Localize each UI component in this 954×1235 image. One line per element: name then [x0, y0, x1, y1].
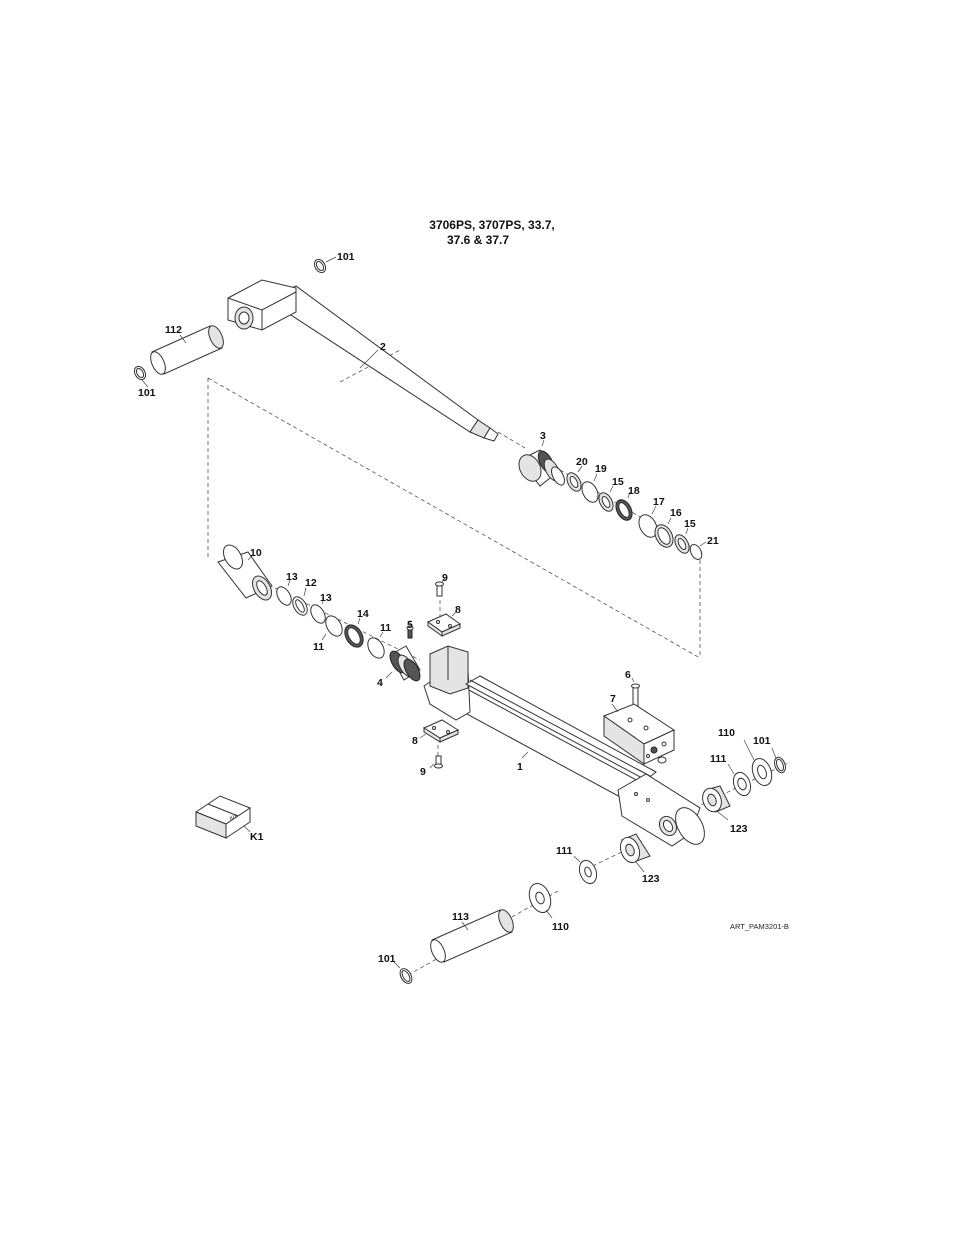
callout-8-bottom: 8 — [412, 735, 418, 747]
seal-19 — [579, 479, 602, 505]
retaining-ring-101-left — [132, 364, 148, 381]
callout-19: 19 — [595, 463, 607, 475]
callout-13-a: 13 — [286, 571, 298, 583]
retaining-ring-101-top — [312, 257, 328, 274]
piston-rod-2 — [228, 280, 498, 441]
callout-13-b: 13 — [320, 592, 332, 604]
seal-18 — [613, 497, 636, 523]
callout-7: 7 — [610, 693, 616, 705]
plate-8-bottom — [424, 720, 458, 742]
callout-112: 112 — [165, 324, 182, 336]
callout-1: 1 — [517, 761, 523, 773]
gland-10 — [218, 542, 275, 604]
callout-101-left: 101 — [138, 387, 156, 399]
washer-110-bottom — [525, 880, 554, 915]
seal-21 — [688, 543, 704, 562]
callout-k1: K1 — [250, 831, 264, 843]
ring-11-a — [322, 613, 345, 639]
ring-12 — [290, 594, 310, 617]
callout-9-top: 9 — [442, 572, 448, 584]
callout-18: 18 — [628, 485, 640, 497]
cylinder-head-4 — [387, 646, 423, 683]
callout-111-bottom: 111 — [556, 845, 573, 857]
pin-113 — [428, 908, 517, 965]
callout-20: 20 — [576, 456, 588, 468]
diagram-title-line-2: 37.6 & 37.7 — [447, 233, 509, 247]
piston-3 — [515, 449, 568, 488]
callout-17: 17 — [653, 496, 665, 508]
callout-9-bottom: 9 — [420, 766, 426, 778]
washer-111-bottom — [576, 858, 599, 886]
callout-10: 10 — [250, 547, 262, 559]
callout-123-bottom: 123 — [642, 873, 660, 885]
screw-9-bottom — [435, 756, 443, 768]
callout-11-a: 11 — [313, 641, 324, 653]
callout-2: 2 — [380, 341, 386, 353]
seal-15-b — [672, 532, 692, 555]
callout-111-right: 111 — [710, 753, 727, 765]
washer-111-right — [730, 770, 753, 798]
callout-16: 16 — [670, 507, 682, 519]
ring-14 — [341, 622, 367, 651]
callout-101-bottom: 101 — [378, 953, 396, 965]
ring-13-b — [308, 602, 328, 625]
callout-14: 14 — [357, 608, 369, 620]
callout-101-right: 101 — [753, 735, 771, 747]
pin-112 — [148, 324, 227, 377]
art-identifier: ART_PAM3201-B — [730, 922, 789, 931]
callout-6: 6 — [625, 669, 631, 681]
callout-113: 113 — [452, 911, 469, 923]
bushing-123-bottom — [617, 834, 650, 865]
callout-12: 12 — [305, 577, 317, 589]
callout-11-b: 11 — [380, 622, 391, 634]
callout-5: 5 — [407, 619, 413, 631]
callout-110-right: 110 — [718, 727, 735, 739]
callout-21: 21 — [707, 535, 719, 547]
callout-101-top: 101 — [337, 251, 355, 263]
washer-110-right — [749, 756, 775, 788]
assembly-path-lines — [208, 350, 790, 975]
diagram-title-line-1: 3706PS, 3707PS, 33.7, — [429, 218, 554, 232]
ring-11-b — [364, 635, 387, 661]
callout-8-top: 8 — [455, 604, 461, 616]
callout-110-bottom: 110 — [552, 921, 569, 933]
retaining-ring-101-bottom — [398, 967, 415, 986]
callout-15-a: 15 — [612, 476, 624, 488]
screw-9-top — [436, 582, 444, 596]
seal-15-a — [596, 490, 616, 513]
callout-4: 4 — [377, 677, 383, 689]
callout-3: 3 — [540, 430, 546, 442]
callout-123-right: 123 — [730, 823, 748, 835]
kit-box: KIT — [196, 796, 250, 838]
bushing-123-right — [699, 786, 730, 815]
retaining-ring-101-right — [773, 756, 788, 774]
ring-13-a — [274, 584, 294, 607]
callout-15-b: 15 — [684, 518, 696, 530]
plate-8-top — [428, 614, 460, 636]
